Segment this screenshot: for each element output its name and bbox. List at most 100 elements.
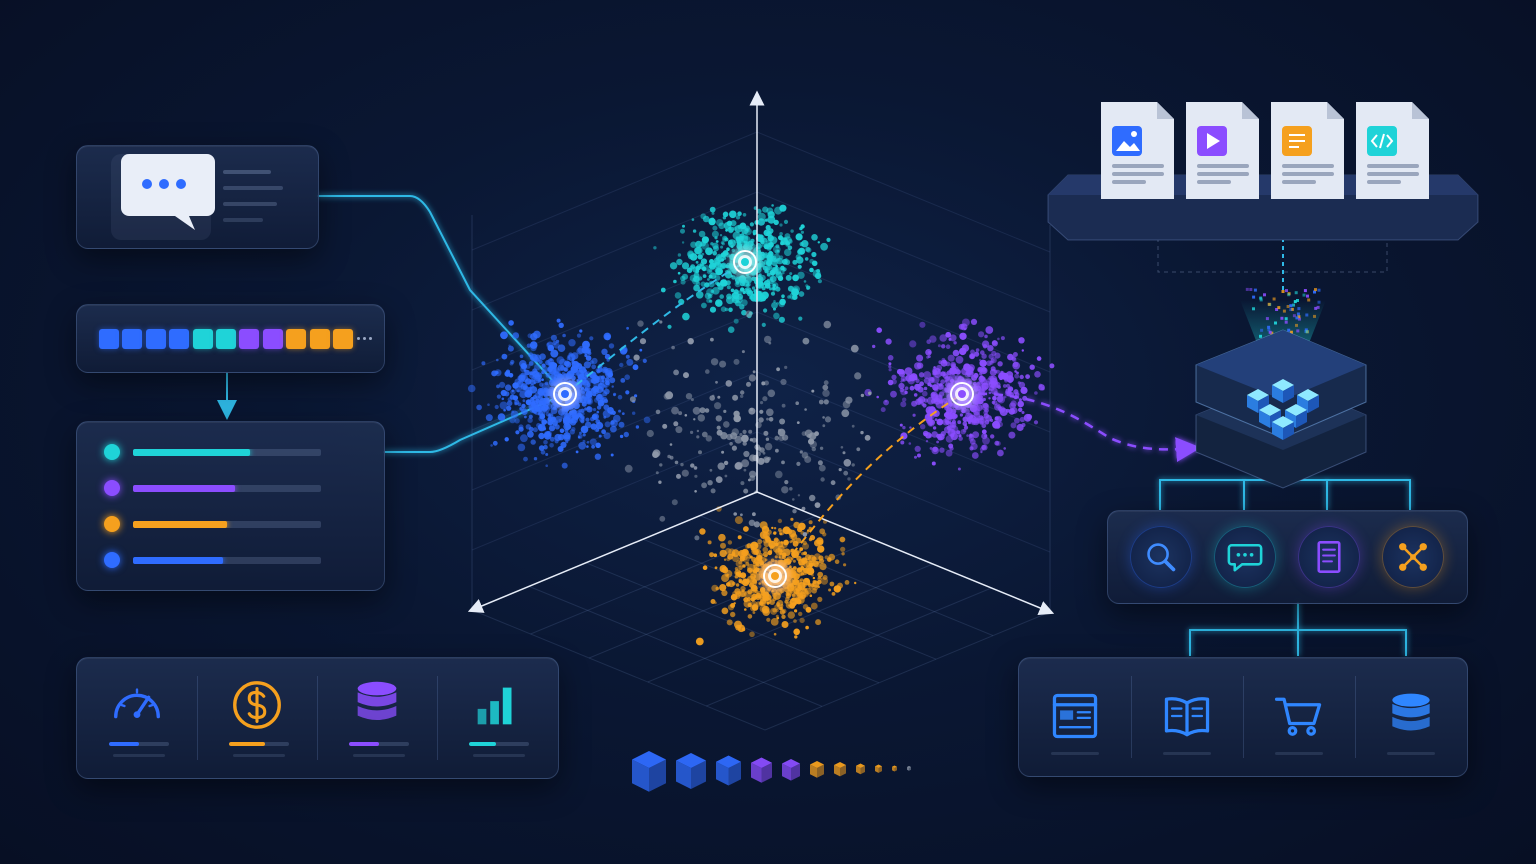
token-chip: [286, 329, 307, 349]
gauge-icon: [114, 688, 160, 719]
token-chip: [262, 329, 283, 349]
domain-cart[interactable]: [1243, 678, 1355, 754]
scale-cube: [907, 766, 911, 771]
document-cards: [1101, 102, 1429, 199]
tool-chat[interactable]: [1214, 526, 1276, 588]
input-message-panel: [76, 145, 319, 249]
scale-cube: [875, 764, 882, 773]
tool-document[interactable]: [1298, 526, 1360, 588]
embedding-dot: [104, 516, 120, 532]
index-cube: [1272, 379, 1294, 403]
network-icon: [1399, 543, 1427, 571]
scale-cube: [751, 757, 772, 783]
dashboard-icon: [1052, 693, 1098, 739]
index-cube: [1272, 416, 1294, 440]
chat-bubble-icon: [121, 154, 215, 230]
chat-icon: [1227, 543, 1263, 572]
metric-sub-line: [113, 754, 165, 757]
token-chip: [239, 329, 260, 349]
plot-axes: [467, 90, 1055, 615]
metric-sub-line: [473, 754, 525, 757]
token-chip: [216, 329, 236, 349]
video-file-icon[interactable]: [1186, 102, 1259, 199]
domain-database[interactable]: [1355, 678, 1467, 754]
wire-embeddings-to-space: [383, 393, 566, 453]
embedding-bar: [133, 521, 321, 528]
y-axis: [756, 491, 1055, 615]
token-chip: [99, 329, 119, 349]
scale-cube: [632, 751, 666, 792]
metric-sub-line: [233, 754, 285, 757]
domain-sub-line: [1387, 752, 1435, 755]
domains-panel: [1018, 657, 1468, 777]
point-cloud-blue: [467, 318, 651, 469]
scale-cube: [892, 765, 897, 772]
token-chip: [169, 329, 190, 349]
token-chip: [122, 329, 143, 349]
metric-gauge[interactable]: [77, 672, 197, 738]
embedding-dot: [104, 480, 120, 496]
embedding-bar: [133, 449, 321, 456]
metric-dollar[interactable]: [197, 672, 317, 738]
metric-divider: [317, 676, 318, 760]
cluster-centroids: [549, 246, 978, 592]
size-scale-cubes: [632, 751, 911, 792]
metric-database[interactable]: [317, 672, 437, 738]
token-strip-panel: [76, 304, 385, 373]
cart-icon: [1274, 697, 1322, 736]
embedding-list-panel: [76, 421, 385, 591]
metric-meter: [469, 742, 529, 746]
bar-chart-icon: [477, 687, 512, 725]
centroid-orange: [759, 560, 791, 592]
tool-network[interactable]: [1382, 526, 1444, 588]
tool-search[interactable]: [1130, 526, 1192, 588]
domain-divider: [1131, 676, 1132, 758]
metrics-panel: [76, 657, 559, 779]
metric-sub-line: [353, 754, 405, 757]
centroid-blue: [549, 378, 581, 410]
scale-cube: [810, 761, 824, 778]
domain-divider: [1355, 676, 1356, 758]
domain-book[interactable]: [1131, 678, 1243, 754]
token-chip: [333, 329, 353, 349]
token-chip: [192, 329, 213, 349]
embedding-bar: [133, 485, 321, 492]
metric-meter: [229, 742, 289, 746]
scale-cube: [676, 753, 706, 789]
domain-sub-line: [1163, 752, 1211, 755]
token-chip: [309, 329, 330, 349]
scale-cube: [716, 755, 741, 786]
vector-index-cube: [1195, 287, 1367, 489]
metric-bar-chart[interactable]: [437, 672, 557, 738]
centroid-purple: [946, 378, 978, 410]
image-file-icon[interactable]: [1101, 102, 1174, 199]
wire-input-to-space: [317, 195, 566, 395]
ellipsis-icon: [357, 337, 372, 340]
dollar-icon: [233, 681, 281, 729]
centroid-links: [564, 261, 963, 577]
message-text-lines: [223, 170, 283, 222]
domain-sub-line: [1275, 752, 1323, 755]
token-chip: [145, 329, 166, 349]
metric-divider: [197, 676, 198, 760]
embedding-dot: [104, 552, 120, 568]
document-icon: [1317, 541, 1341, 573]
index-cube: [1297, 389, 1319, 413]
domain-dashboard[interactable]: [1019, 678, 1131, 754]
centroid-cyan: [729, 246, 761, 278]
text-file-icon[interactable]: [1271, 102, 1344, 199]
database-icon: [1392, 693, 1430, 731]
scale-cube: [834, 762, 846, 777]
metric-divider: [437, 676, 438, 760]
wire-documents-to-index: [1157, 238, 1388, 290]
embedding-bar: [133, 557, 321, 564]
metric-meter: [109, 742, 169, 746]
scale-cube: [856, 763, 865, 775]
domain-sub-line: [1051, 752, 1099, 755]
book-icon: [1164, 697, 1210, 737]
wire-tools-to-domains: [1189, 602, 1407, 656]
search-icon: [1147, 543, 1176, 572]
code-file-icon[interactable]: [1356, 102, 1429, 199]
